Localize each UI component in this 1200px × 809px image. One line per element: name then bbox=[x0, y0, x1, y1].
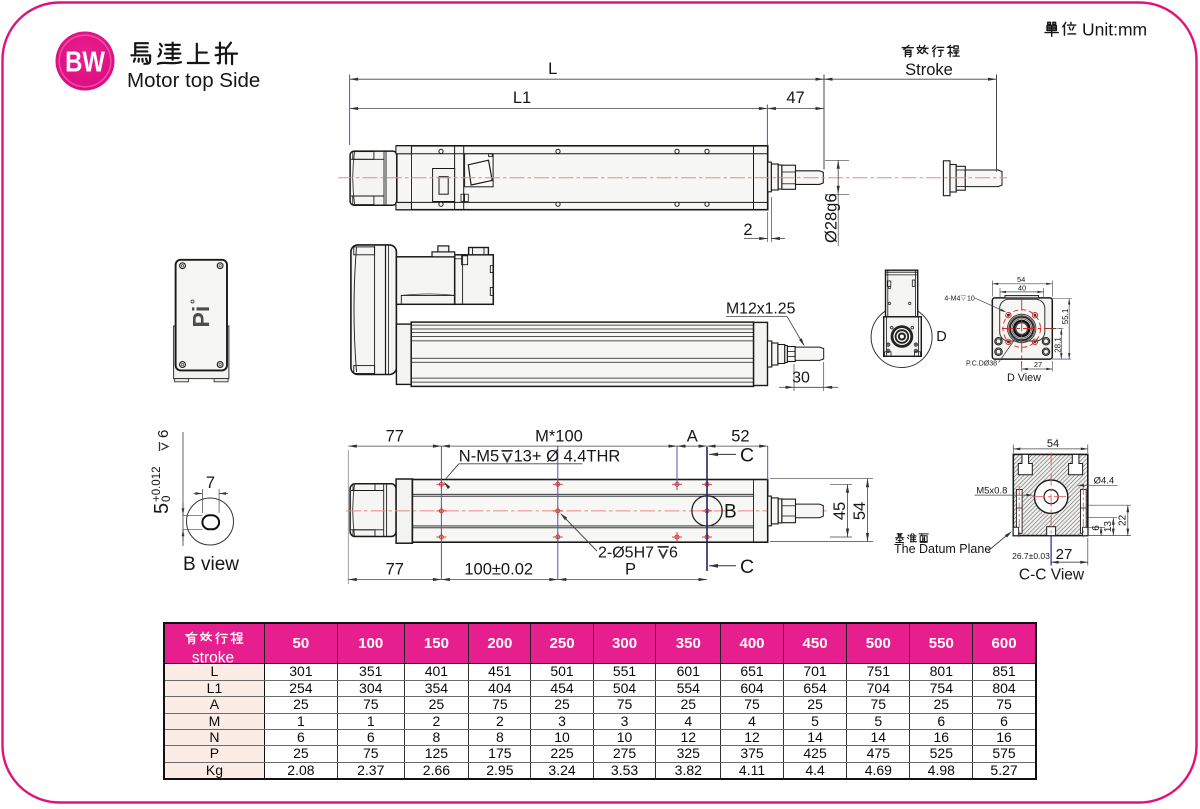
svg-text:+0.012: +0.012 bbox=[151, 467, 163, 503]
svg-text:P: P bbox=[625, 561, 636, 579]
svg-text:C: C bbox=[740, 445, 754, 467]
svg-text:47: 47 bbox=[786, 89, 804, 107]
svg-text:Ø4.4: Ø4.4 bbox=[1094, 476, 1115, 487]
svg-text:54: 54 bbox=[1047, 438, 1059, 450]
svg-text:BW: BW bbox=[65, 46, 105, 78]
svg-text:2-Ø5H7: 2-Ø5H7 bbox=[598, 545, 654, 562]
svg-text:Ø28g6: Ø28g6 bbox=[823, 193, 841, 243]
svg-text:13: 13 bbox=[1103, 521, 1114, 533]
svg-text:77: 77 bbox=[386, 428, 404, 446]
svg-text:7: 7 bbox=[206, 474, 215, 492]
svg-text:40: 40 bbox=[1018, 283, 1026, 292]
svg-text:B view: B view bbox=[183, 554, 239, 575]
svg-text:Stroke: Stroke bbox=[905, 61, 953, 79]
svg-text:L1: L1 bbox=[513, 89, 531, 107]
svg-text:D View: D View bbox=[1007, 372, 1041, 384]
svg-text:27: 27 bbox=[1056, 546, 1073, 563]
svg-text:45: 45 bbox=[831, 502, 849, 520]
svg-text:The Datum Plane: The Datum Plane bbox=[894, 542, 991, 556]
svg-text:Motor top Side: Motor top Side bbox=[127, 69, 260, 92]
svg-text:77: 77 bbox=[386, 561, 404, 579]
svg-text:27: 27 bbox=[1034, 360, 1042, 369]
svg-text:13+ Ø 4.4THR: 13+ Ø 4.4THR bbox=[514, 448, 621, 466]
svg-text:0: 0 bbox=[161, 496, 173, 502]
svg-text:6: 6 bbox=[155, 430, 172, 438]
svg-text:M5x0.8: M5x0.8 bbox=[976, 485, 1007, 496]
svg-text:2: 2 bbox=[743, 221, 752, 239]
svg-text:54: 54 bbox=[851, 502, 869, 520]
svg-text:30: 30 bbox=[792, 370, 810, 387]
svg-text:100±0.02: 100±0.02 bbox=[464, 561, 533, 579]
svg-text:54: 54 bbox=[1017, 275, 1025, 284]
svg-text:A: A bbox=[687, 428, 698, 446]
svg-text:55.1: 55.1 bbox=[1061, 308, 1070, 324]
svg-text:Pi: Pi bbox=[188, 306, 214, 328]
svg-text:4-M4: 4-M4 bbox=[944, 295, 960, 302]
svg-text:L: L bbox=[548, 60, 557, 78]
svg-text:28.1: 28.1 bbox=[1054, 337, 1063, 353]
svg-text:stroke: stroke bbox=[192, 650, 234, 667]
svg-text:C-C View: C-C View bbox=[1019, 567, 1085, 584]
svg-text:52: 52 bbox=[731, 428, 749, 446]
svg-text:5: 5 bbox=[151, 503, 173, 514]
svg-text:10: 10 bbox=[967, 295, 975, 302]
svg-text:6: 6 bbox=[669, 545, 678, 562]
svg-text:N-M5: N-M5 bbox=[459, 448, 499, 466]
svg-text:6: 6 bbox=[1091, 525, 1102, 531]
svg-text:P.C.DØ38: P.C.DØ38 bbox=[966, 361, 997, 368]
svg-text:M*100: M*100 bbox=[535, 428, 583, 446]
svg-text:D: D bbox=[936, 329, 946, 345]
svg-text:B: B bbox=[724, 502, 737, 523]
svg-text:M12x1.25: M12x1.25 bbox=[726, 301, 796, 318]
svg-text:C: C bbox=[740, 556, 754, 578]
svg-text:Unit:mm: Unit:mm bbox=[1082, 20, 1147, 40]
svg-text:22: 22 bbox=[1118, 514, 1129, 526]
svg-text:26.7±0.03: 26.7±0.03 bbox=[1012, 551, 1050, 561]
